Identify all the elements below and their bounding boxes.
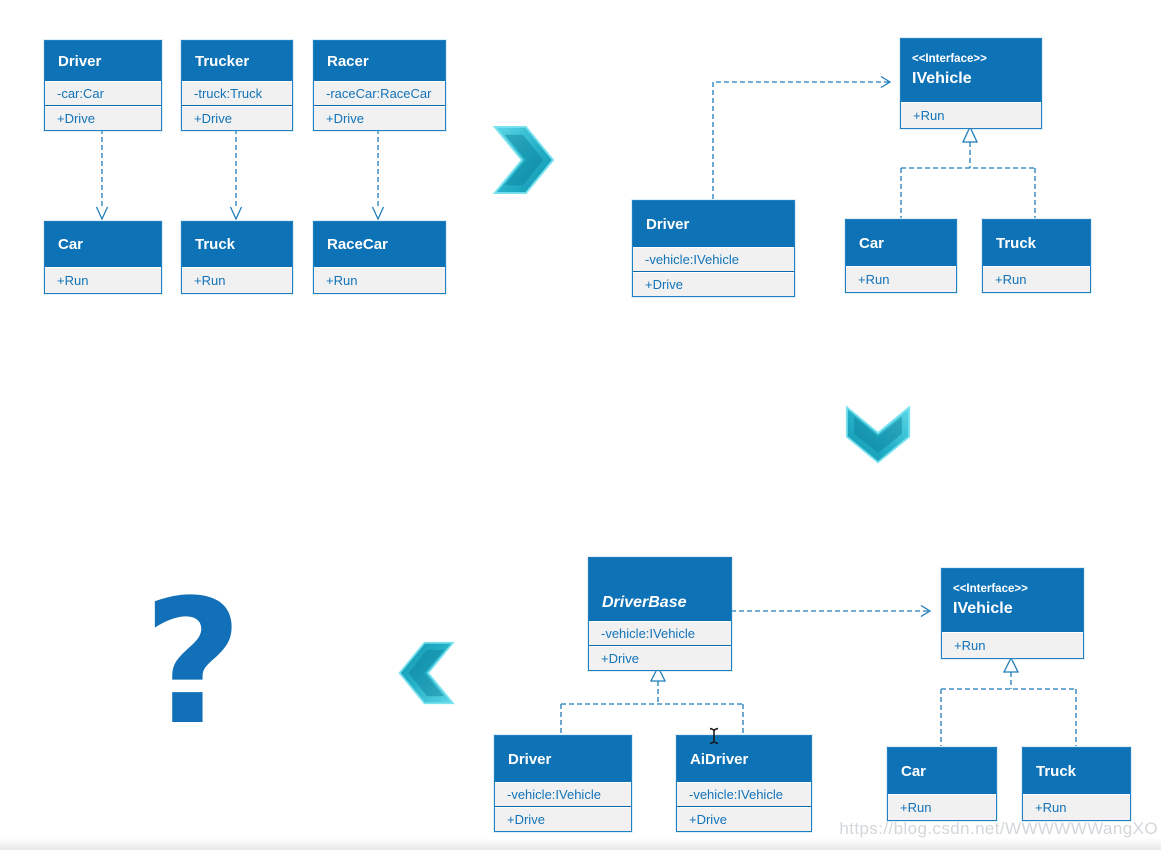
class-method: +Run <box>182 267 292 293</box>
dependency-arrow-driver-car <box>95 129 109 221</box>
class-attribute: -vehicle:IVehicle <box>589 621 731 646</box>
class-driverbase[interactable]: DriverBase -vehicle:IVehicle +Drive <box>588 557 732 671</box>
class-trucker[interactable]: Trucker -truck:Truck +Drive <box>181 40 293 131</box>
class-title: Trucker <box>182 41 292 81</box>
class-attribute: -vehicle:IVehicle <box>495 782 631 807</box>
class-method: +Drive <box>633 272 794 296</box>
dependency-arrow-driverbase-ivehicle <box>731 604 932 618</box>
interface-name: IVehicle <box>953 600 1013 617</box>
realization-car-truck-ivehicle-2 <box>940 656 1077 746</box>
class-attribute: -vehicle:IVehicle <box>633 247 794 272</box>
question-mark: ? <box>143 562 243 763</box>
class-method: +Drive <box>182 106 292 130</box>
interface-name: IVehicle <box>912 70 972 87</box>
class-driver-interface-version[interactable]: Driver -vehicle:IVehicle +Drive <box>632 200 795 297</box>
dependency-arrow-driver-ivehicle <box>712 75 892 199</box>
class-method: +Run <box>45 267 161 293</box>
class-method: +Drive <box>314 106 445 130</box>
class-attribute: -vehicle:IVehicle <box>677 782 811 807</box>
class-method: +Run <box>314 267 445 293</box>
text-cursor-icon <box>709 727 719 745</box>
class-title: RaceCar <box>314 222 445 267</box>
chevron-down-icon <box>845 405 911 464</box>
class-racecar[interactable]: RaceCar +Run <box>313 221 446 294</box>
class-title: AiDriver <box>677 736 811 782</box>
interface-title: <<Interface>> IVehicle <box>942 569 1083 632</box>
class-method: +Run <box>846 266 956 292</box>
class-method: +Run <box>901 102 1041 128</box>
class-car-before[interactable]: Car +Run <box>44 221 162 294</box>
class-title: Driver <box>633 201 794 247</box>
class-attribute: -car:Car <box>45 81 161 106</box>
class-method: +Run <box>983 266 1090 292</box>
class-aidriver[interactable]: AiDriver -vehicle:IVehicle +Drive <box>676 735 812 832</box>
watermark: https://blog.csdn.net/WWWWWWangXO <box>839 819 1158 838</box>
class-driver-before[interactable]: Driver -car:Car +Drive <box>44 40 162 131</box>
class-car-abstract-version[interactable]: Car +Run <box>887 747 997 821</box>
class-title: Driver <box>45 41 161 81</box>
class-attribute: -truck:Truck <box>182 81 292 106</box>
interface-ivehicle-bottom[interactable]: <<Interface>> IVehicle +Run <box>941 568 1084 659</box>
inheritance-driver-aidriver-driverbase <box>560 665 744 734</box>
chevron-left-icon <box>398 641 455 705</box>
interface-stereotype: <<Interface>> <box>953 583 1028 595</box>
class-title: Truck <box>1023 748 1130 794</box>
class-car-interface-version[interactable]: Car +Run <box>845 219 957 293</box>
class-method: +Run <box>942 632 1083 658</box>
class-title: Truck <box>182 222 292 267</box>
class-title: Car <box>846 220 956 266</box>
class-method: +Run <box>1023 794 1130 820</box>
class-truck-interface-version[interactable]: Truck +Run <box>982 219 1091 293</box>
class-title: Car <box>45 222 161 267</box>
class-title: Car <box>888 748 996 794</box>
class-method: +Run <box>888 794 996 820</box>
class-title: Truck <box>983 220 1090 266</box>
class-title: Driver <box>495 736 631 782</box>
class-method: +Drive <box>495 807 631 831</box>
class-truck-before[interactable]: Truck +Run <box>181 221 293 294</box>
class-title: DriverBase <box>589 558 731 621</box>
class-truck-abstract-version[interactable]: Truck +Run <box>1022 747 1131 821</box>
class-method: +Drive <box>589 646 731 670</box>
class-attribute: -raceCar:RaceCar <box>314 81 445 106</box>
interface-title: <<Interface>> IVehicle <box>901 39 1041 102</box>
chevron-right-icon <box>492 125 555 195</box>
bottom-fade <box>0 838 1161 850</box>
class-method: +Drive <box>45 106 161 130</box>
class-method: +Drive <box>677 807 811 831</box>
realization-car-truck-ivehicle <box>900 125 1036 218</box>
interface-ivehicle-top[interactable]: <<Interface>> IVehicle +Run <box>900 38 1042 129</box>
dependency-arrow-trucker-truck <box>229 129 243 221</box>
class-driver-abstract-version[interactable]: Driver -vehicle:IVehicle +Drive <box>494 735 632 832</box>
dependency-arrow-racer-racecar <box>371 129 385 221</box>
class-racer[interactable]: Racer -raceCar:RaceCar +Drive <box>313 40 446 131</box>
interface-stereotype: <<Interface>> <box>912 53 987 65</box>
class-title: Racer <box>314 41 445 81</box>
